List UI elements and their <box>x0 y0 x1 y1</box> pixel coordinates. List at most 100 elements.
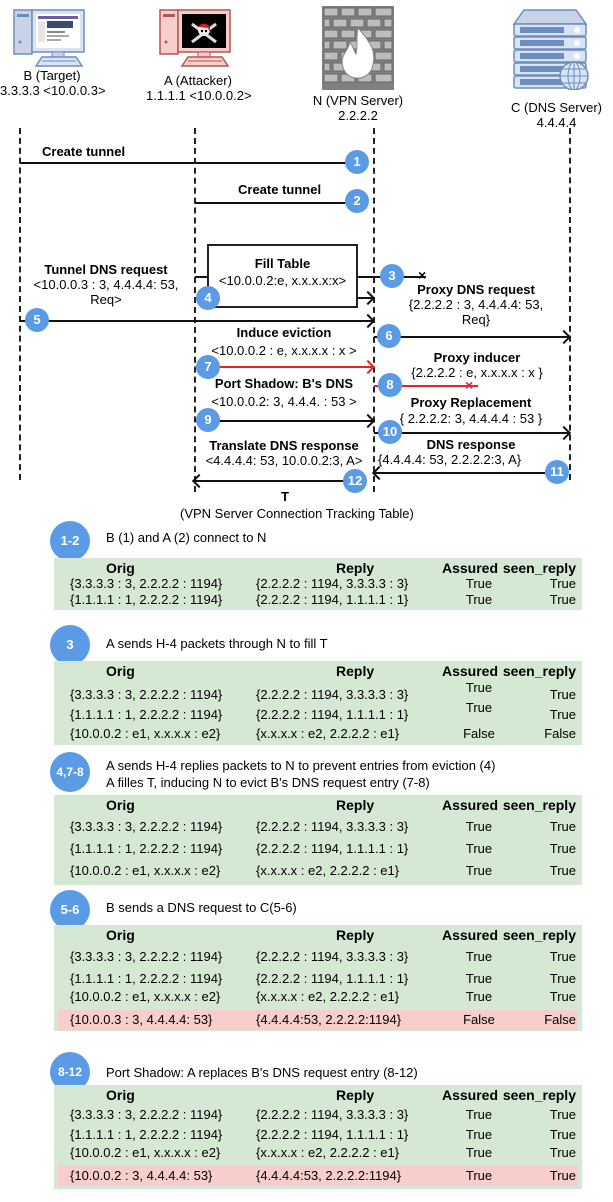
cell-assured: True <box>465 700 493 715</box>
cell-assured: True <box>465 1145 493 1160</box>
column-header-orig: Orig <box>106 797 135 813</box>
msg-8-line <box>374 385 478 387</box>
cell-orig: {3.3.3.3 : 3, 2.2.2.2 : 1194} <box>70 687 223 702</box>
node-n-label: N (VPN Server) 2.2.2.2 <box>306 93 410 123</box>
step-group-badge: 1-2 <box>50 521 90 561</box>
msg-5-line <box>20 320 372 322</box>
cell-reply: {2.2.2.2 : 1194, 3.3.3.3 : 3} <box>256 949 409 964</box>
tunnel-dns-title: Tunnel DNS request <box>44 262 168 277</box>
fill-table-box <box>207 244 358 308</box>
table-row: {3.3.3.3 : 3, 2.2.2.2 : 1194}{2.2.2.2 : … <box>54 819 582 835</box>
table-row: {3.3.3.3 : 3, 2.2.2.2 : 1194} {2.2.2.2 : … <box>54 680 582 703</box>
proxy-dns-label: Proxy DNS request {2.2.2.2 : 3, 4.4.4.4:… <box>386 282 566 327</box>
column-header-seen: seen_reply <box>502 560 576 576</box>
cell-seen: True <box>549 592 576 607</box>
lifeline-b <box>19 128 21 480</box>
step-description: A filles T, inducing N to evict B's DNS … <box>106 775 430 790</box>
cell-orig: {1.1.1.1 : 1, 2.2.2.2 : 1194} <box>70 841 223 856</box>
tunnel-dns-label: Tunnel DNS request <10.0.0.3 : 3, 4.4.4.… <box>16 262 196 307</box>
step-badge-4: 4 <box>196 286 220 310</box>
cell-assured: False <box>463 726 495 741</box>
cell-seen: False <box>544 1012 576 1027</box>
step-group-badge: 4,7-8 <box>50 752 90 792</box>
cell-assured: True <box>465 1107 493 1122</box>
cell-reply: {2.2.2.2 : 1194, 3.3.3.3 : 3} <box>256 1107 409 1122</box>
table-row: {1.1.1.1 : 1, 2.2.2.2 : 1194} {2.2.2.2 : … <box>54 1127 582 1143</box>
step-description: B (1) and A (2) connect to N <box>106 530 267 545</box>
column-header-assured: Assured <box>441 663 499 679</box>
cell-seen: False <box>544 726 576 741</box>
msg-8-drop-x-icon: × <box>465 377 474 393</box>
cell-orig: {1.1.1.1 : 1, 2.2.2.2 : 1194} <box>70 1127 223 1142</box>
step-description: A sends H-4 packets through N to fill T <box>106 636 328 651</box>
column-header-reply: Reply <box>336 927 375 943</box>
node-c-address: 4.4.4.4 <box>536 115 577 130</box>
fill-table-left-connector <box>195 276 207 278</box>
fill-table-title: Fill Table <box>254 256 311 271</box>
column-header-seen: seen_reply <box>502 663 576 679</box>
table-row: {3.3.3.3 : 3, 2.2.2.2 : 1194} {2.2.2.2 : … <box>54 1107 582 1123</box>
column-header-orig: Orig <box>106 1087 135 1103</box>
step-description: A sends H-4 replies packets to N to prev… <box>106 758 496 773</box>
cell-orig: {10.0.0.2 : e1, x.x.x.x : e2} <box>70 863 221 878</box>
cell-reply: {2.2.2.2 : 1194, 1.1.1.1 : 1} <box>256 971 409 986</box>
node-b-name: B (Target) <box>23 68 81 83</box>
cell-assured: True <box>465 949 493 964</box>
cell-orig: {10.0.0.2 : e1, x.x.x.x : e2} <box>70 989 221 1004</box>
cell-reply: {2.2.2.2 : 1194, 3.3.3.3 : 3} <box>256 687 409 702</box>
proxy-inducer-title: Proxy inducer <box>433 350 521 365</box>
node-a-attacker <box>158 6 232 67</box>
cell-seen: True <box>549 1145 576 1160</box>
cell-assured: True <box>465 680 493 695</box>
cell-reply: {2.2.2.2 : 1194, 1.1.1.1 : 1} <box>256 592 409 607</box>
table-row: {1.1.1.1 : 1, 2.2.2.2 : 1194}{2.2.2.2 : … <box>54 971 582 987</box>
cell-orig: {10.0.0.2 : e1, x.x.x.x : e2} <box>70 1145 221 1160</box>
msg-12-line <box>195 480 355 482</box>
table-row: {1.1.1.1 : 1, 2.2.2.2 : 1194}{2.2.2.2 : … <box>54 841 582 857</box>
cell-reply: {x.x.x.x : e2, 2.2.2.2 : e1} <box>256 989 400 1004</box>
attacker-computer-icon <box>159 9 231 67</box>
dns-server-icon <box>512 9 589 91</box>
column-header-seen: seen_reply <box>502 797 576 813</box>
step-badge-3: 3 <box>380 264 404 288</box>
dns-response-title: DNS response <box>426 437 516 452</box>
step-description: Port Shadow: A replaces B's DNS request … <box>106 1065 418 1080</box>
proxy-replacement-label: Proxy Replacement { 2.2.2.2: 3, 4.4.4.4 … <box>374 395 568 426</box>
step-badge-5: 5 <box>25 308 49 332</box>
cell-reply: {2.2.2.2 : 1194, 1.1.1.1 : 1} <box>256 707 409 722</box>
msg-1-line <box>20 162 352 164</box>
cell-assured: True <box>465 576 493 591</box>
step-badge-6: 6 <box>377 324 401 348</box>
msg-7-line <box>195 366 372 368</box>
cell-seen: True <box>549 819 576 834</box>
cell-seen: True <box>549 707 576 722</box>
column-header-orig: Orig <box>106 927 135 943</box>
cell-seen: True <box>549 1107 576 1122</box>
lifeline-a <box>194 128 196 492</box>
cell-orig: {3.3.3.3 : 3, 2.2.2.2 : 1194} <box>70 1107 223 1122</box>
step-badge-2: 2 <box>345 189 369 213</box>
node-c-name: C (DNS Server) <box>510 100 602 115</box>
column-header-orig: Orig <box>106 560 135 576</box>
msg-10-line <box>374 432 568 434</box>
cell-orig: {10.0.0.2 : e1, x.x.x.x : e2} <box>70 726 221 741</box>
tunnel-dns-detail-1: <10.0.0.3 : 3, 4.4.4.4: 53, <box>33 277 179 292</box>
table-row: {3.3.3.3 : 3, 2.2.2.2 : 1194}{2.2.2.2 : … <box>54 949 582 965</box>
induce-eviction-title: Induce eviction <box>236 325 332 340</box>
msg-6-line <box>374 336 568 338</box>
cell-assured: False <box>463 1012 495 1027</box>
cell-reply: {x.x.x.x : e2, 2.2.2.2 : e1} <box>256 1145 400 1160</box>
table-caption-subtitle: (VPN Server Connection Tracking Table) <box>180 506 414 521</box>
proxy-inducer-detail: {2.2.2.2 : e, x.x.x.x : x } <box>411 365 543 380</box>
step-description: B sends a DNS request to C(5-6) <box>106 900 297 915</box>
cell-reply: {2.2.2.2 : 1194, 1.1.1.1 : 1} <box>256 1127 409 1142</box>
cell-reply: {2.2.2.2 : 1194, 3.3.3.3 : 3} <box>256 819 409 834</box>
cell-assured: True <box>465 592 493 607</box>
table-row: {10.0.0.2 : 3, 4.4.4.4: 53}{4.4.4.4:53, … <box>58 1166 578 1186</box>
induce-eviction-label: Induce eviction <10.0.0.2 : e, x.x.x.x :… <box>194 325 374 358</box>
